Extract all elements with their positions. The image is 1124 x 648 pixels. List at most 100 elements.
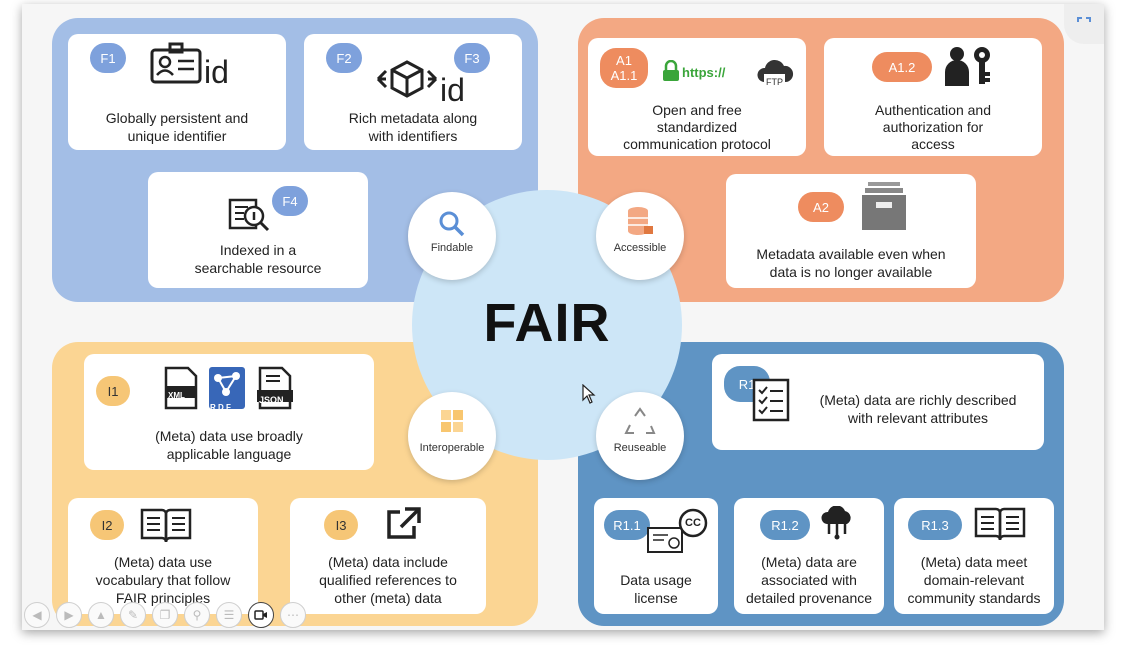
fair-slide: F1 id Globally persistent and unique ide… xyxy=(22,4,1104,630)
r13-line2: domain-relevant xyxy=(923,572,1025,588)
i2-line2: vocabulary that follow xyxy=(95,572,231,588)
camera-icon xyxy=(254,610,267,620)
rdf-graph-icon xyxy=(209,367,245,409)
a1-line1: Open and free xyxy=(652,102,742,118)
a2-card: A2 Metadata available even when data is … xyxy=(726,174,976,288)
https-text: https:// xyxy=(682,65,726,80)
f4-badge: F4 xyxy=(272,186,308,216)
json-label: JSON xyxy=(259,395,284,405)
rdf-label: R D F xyxy=(210,403,231,412)
reuseable-pill: Reuseable xyxy=(596,392,684,480)
id-card-icon xyxy=(150,42,202,84)
a12-line1: Authentication and xyxy=(875,102,991,118)
f2-card: F2 F3 id Rich metadata along with identi… xyxy=(304,34,522,150)
recycle-icon xyxy=(624,407,656,434)
r11-card: R1.1 CC Data usage license xyxy=(594,498,718,614)
interoperable-pill: Interoperable xyxy=(408,392,496,480)
list-button[interactable]: ☰ xyxy=(216,602,242,628)
archive-box-icon xyxy=(862,182,906,230)
fullscreen-corner-button[interactable] xyxy=(1064,4,1104,44)
r13-line3: community standards xyxy=(907,590,1041,606)
i2-card: I2 (Meta) data use vocabulary that follo… xyxy=(68,498,258,614)
accessible-pill: Accessible xyxy=(596,192,684,280)
cloud-network-icon xyxy=(821,506,851,540)
f4-line1: Indexed in a xyxy=(219,242,297,258)
r12-card: R1.2 (Meta) data are associated with det… xyxy=(734,498,884,614)
book-icon xyxy=(974,507,1026,541)
zoom-button[interactable]: ⚲ xyxy=(184,602,210,628)
a2-line2: data is no longer available xyxy=(769,264,933,280)
fair-title: FAIR xyxy=(483,293,611,353)
i1-line2: applicable language xyxy=(166,446,292,462)
copy-button[interactable]: ❐ xyxy=(152,602,178,628)
open-book-icon xyxy=(140,508,192,543)
r12-line1: (Meta) data are xyxy=(761,554,857,570)
camera-button[interactable] xyxy=(248,602,274,628)
i2-badge: I2 xyxy=(90,510,124,540)
external-link-icon xyxy=(387,507,421,539)
id-text: id xyxy=(204,54,229,90)
i2-line3: FAIR principles xyxy=(115,590,211,606)
user-key-icon xyxy=(945,47,990,86)
f1-line1: Globally persistent and xyxy=(105,110,249,126)
r11-badge: R1.1 xyxy=(604,510,650,540)
r12-line2: associated with xyxy=(761,572,857,588)
database-lock-icon xyxy=(628,207,653,235)
a1-line3: communication protocol xyxy=(623,136,771,152)
i1-card: I1 XML R D F JSON (Meta) data use broadl… xyxy=(84,354,374,470)
i1-badge: I1 xyxy=(96,376,130,406)
cc-label: CC xyxy=(685,517,701,529)
f4-card: F4 Indexed in a searchable resource xyxy=(148,172,368,288)
magnifier-icon xyxy=(439,211,465,237)
i1-line1: (Meta) data use broadly xyxy=(155,428,303,444)
puzzle-icon xyxy=(441,410,463,432)
r12-badge: R1.2 xyxy=(760,510,810,540)
i3-line2: qualified references to xyxy=(319,572,457,588)
r1-line1: (Meta) data are richly described xyxy=(819,392,1017,408)
xml-label: XML xyxy=(168,391,185,400)
metadata-cube-icon xyxy=(376,60,438,98)
f2-line2: with identifiers xyxy=(368,128,458,144)
f4-line2: searchable resource xyxy=(194,260,322,276)
i3-badge: I3 xyxy=(324,510,358,540)
r13-line1: (Meta) data meet xyxy=(920,554,1028,570)
checklist-icon xyxy=(752,378,790,422)
r1-line2: with relevant attributes xyxy=(847,410,989,426)
a12-line2: authorization for xyxy=(882,119,984,135)
a2-line1: Metadata available even when xyxy=(756,246,946,262)
presentation-toolbar: ◀ ▶ ▲ ✎ ❐ ⚲ ☰ ⋯ xyxy=(24,602,306,628)
pen-button[interactable]: ✎ xyxy=(120,602,146,628)
f1-line2: unique identifier xyxy=(127,128,227,144)
ftp-label: FTP xyxy=(764,74,785,91)
document-search-icon xyxy=(228,198,270,232)
certificate-icon xyxy=(647,527,683,553)
expand-icon xyxy=(1077,17,1091,22)
more-button[interactable]: ⋯ xyxy=(280,602,306,628)
i3-line3: other (meta) data xyxy=(334,590,442,606)
prev-slide-button[interactable]: ◀ xyxy=(24,602,50,628)
interoperable-label: Interoperable xyxy=(419,442,485,454)
f2-line1: Rich metadata along xyxy=(348,110,478,126)
r1-card: R1 (Meta) data are richly described with… xyxy=(712,354,1044,450)
f2-badge: F2 xyxy=(326,43,362,73)
f1-badge: F1 xyxy=(90,43,126,73)
json-file-icon xyxy=(257,366,293,410)
creative-commons-icon xyxy=(678,508,708,538)
accessible-label: Accessible xyxy=(613,242,667,254)
a1-badge: A1 A1.1 xyxy=(600,48,648,88)
r11-line2: license xyxy=(634,590,678,606)
a12-card: A1.2 Authentication and authorization fo… xyxy=(824,38,1042,156)
a1-badge-line1: A1 xyxy=(616,53,632,68)
a1-line2: standardized xyxy=(656,119,738,135)
next-slide-button[interactable]: ▶ xyxy=(56,602,82,628)
f1-card: F1 id Globally persistent and unique ide… xyxy=(68,34,286,150)
reuseable-label: Reuseable xyxy=(613,442,667,454)
a12-badge: A1.2 xyxy=(872,52,932,82)
findable-label: Findable xyxy=(430,242,474,254)
a1-badge-line2: A1.1 xyxy=(610,68,638,83)
r11-line1: Data usage xyxy=(620,572,692,588)
a2-badge: A2 xyxy=(798,192,844,222)
r13-badge: R1.3 xyxy=(908,510,962,540)
mouse-cursor-icon xyxy=(582,384,596,404)
up-button[interactable]: ▲ xyxy=(88,602,114,628)
